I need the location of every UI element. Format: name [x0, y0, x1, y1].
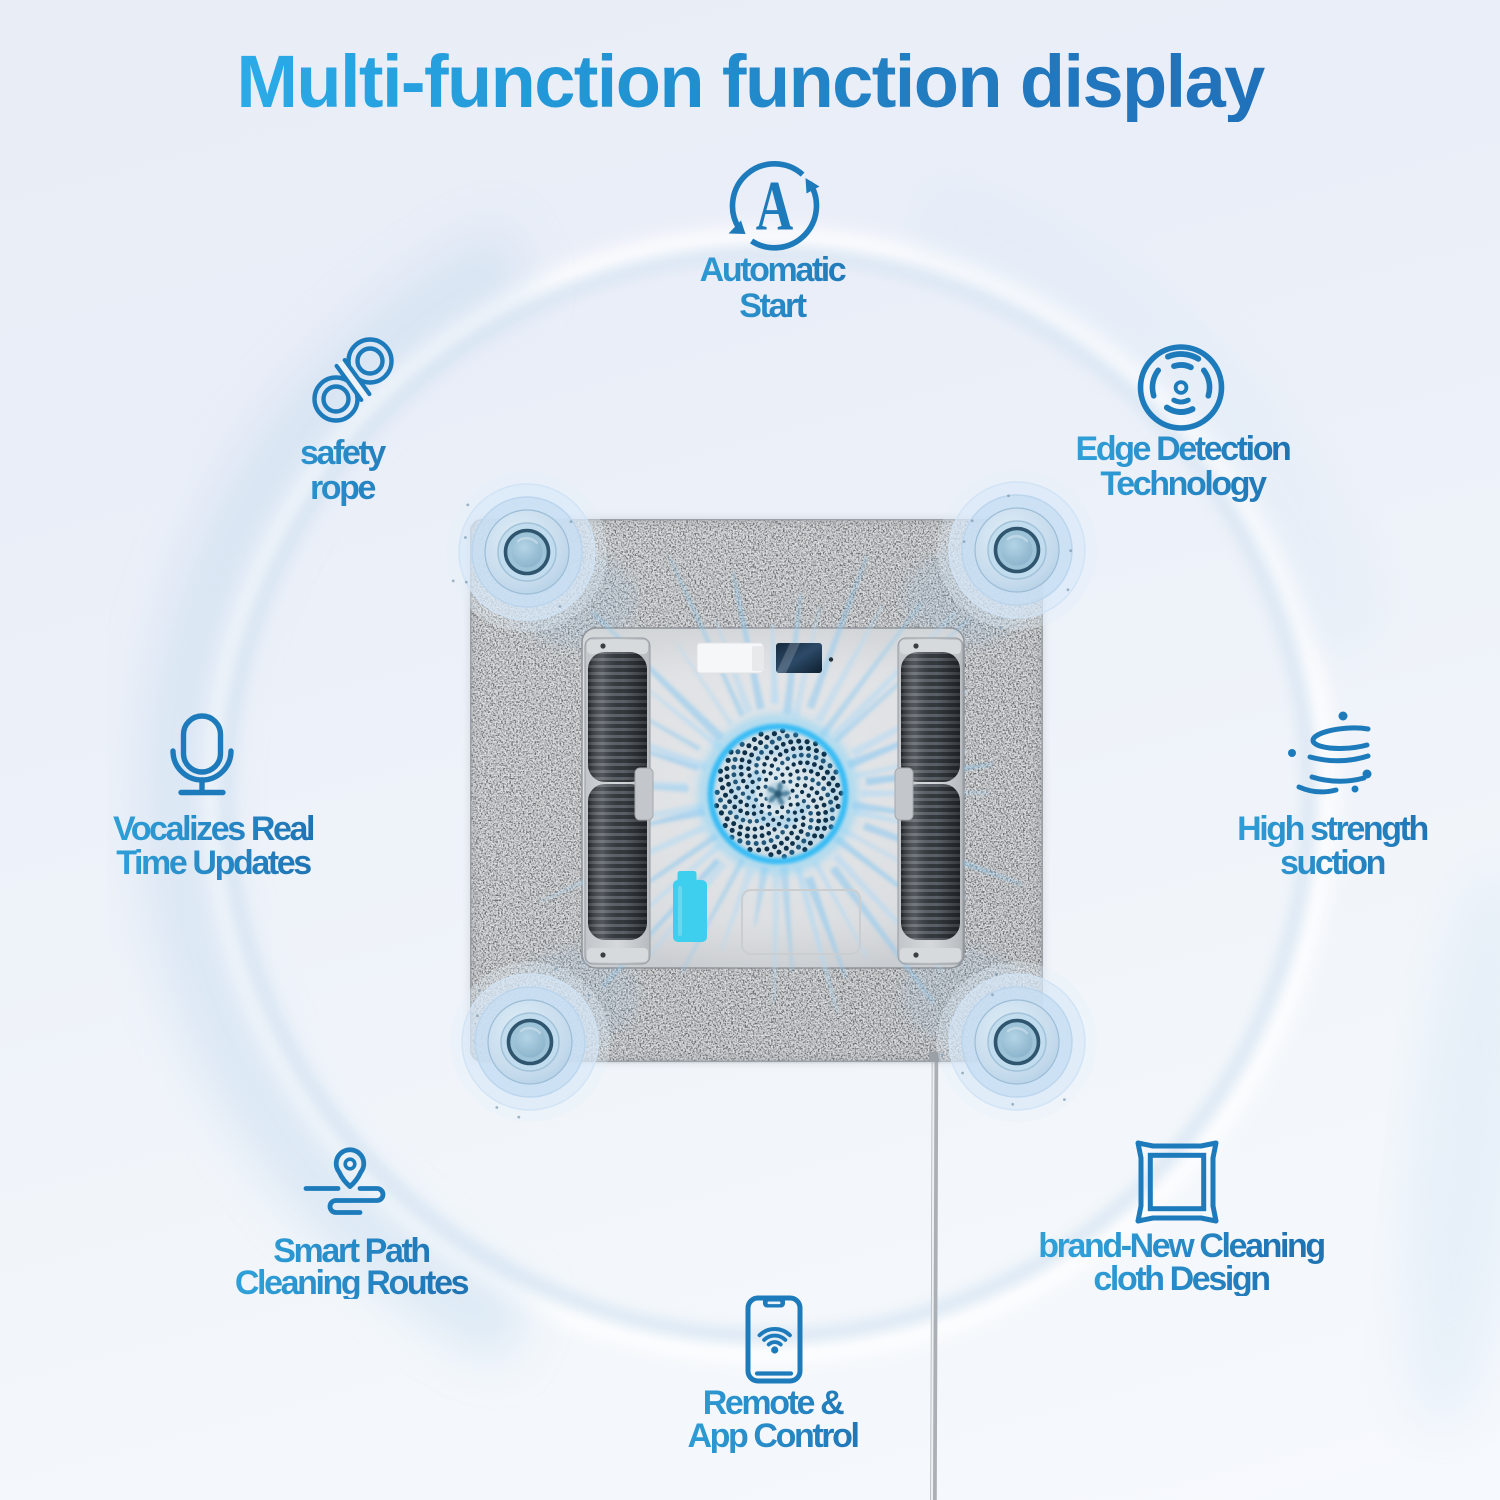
svg-text:A: A: [756, 168, 794, 246]
